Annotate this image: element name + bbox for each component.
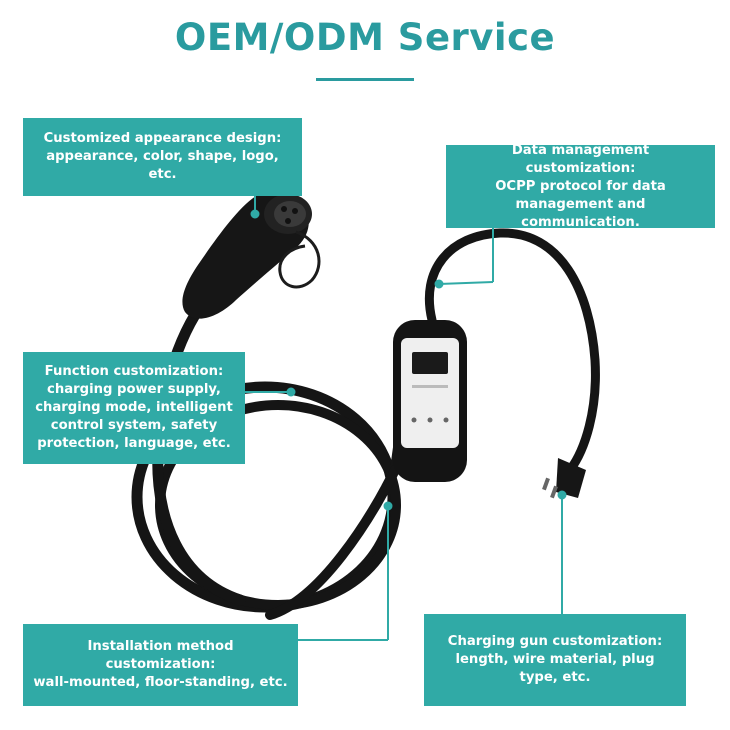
wall-plug	[542, 458, 586, 499]
callout-installation-line1: Installation method customization:	[87, 639, 234, 672]
callout-appearance-design: Customized appearance design: appearance…	[23, 118, 302, 196]
callout-function-line3: charging mode, intelligent	[35, 400, 233, 415]
callout-data-management: Data management customization: OCPP prot…	[446, 142, 715, 230]
callout-data-line1: Data management customization:	[511, 142, 650, 176]
page-title: OEM/ODM Service	[174, 16, 556, 59]
cable-box-bottom	[265, 465, 400, 620]
callout-data-line3: management and communication.	[515, 196, 646, 230]
callout-appearance-line2: appearance, color, shape, logo, etc.	[46, 149, 279, 182]
charging-gun	[182, 191, 321, 319]
control-box	[393, 320, 467, 482]
callout-appearance-line1: Customized appearance design:	[43, 131, 282, 146]
callout-gun-line1: Charging gun customization:	[447, 634, 663, 649]
callout-function-line5: protection, language, etc.	[37, 436, 231, 451]
callout-function-line2: charging power supply,	[47, 382, 221, 397]
callout-gun-line3: type, etc.	[519, 670, 591, 685]
callout-data-line2: OCPP protocol for data	[495, 178, 666, 194]
callout-installation-line2: wall-mounted, floor-standing, etc.	[33, 675, 288, 690]
title-underline	[316, 78, 414, 81]
callout-function-line1: Function customization:	[44, 364, 224, 379]
callout-function: Function customization: charging power s…	[23, 352, 245, 464]
callout-gun-line2: length, wire material, plug	[455, 652, 655, 667]
cable-to-plug	[424, 228, 600, 475]
callout-charging-gun: Charging gun customization: length, wire…	[424, 614, 686, 706]
callout-installation: Installation method customization: wall-…	[23, 624, 298, 706]
callout-function-line4: control system, safety	[50, 418, 218, 433]
